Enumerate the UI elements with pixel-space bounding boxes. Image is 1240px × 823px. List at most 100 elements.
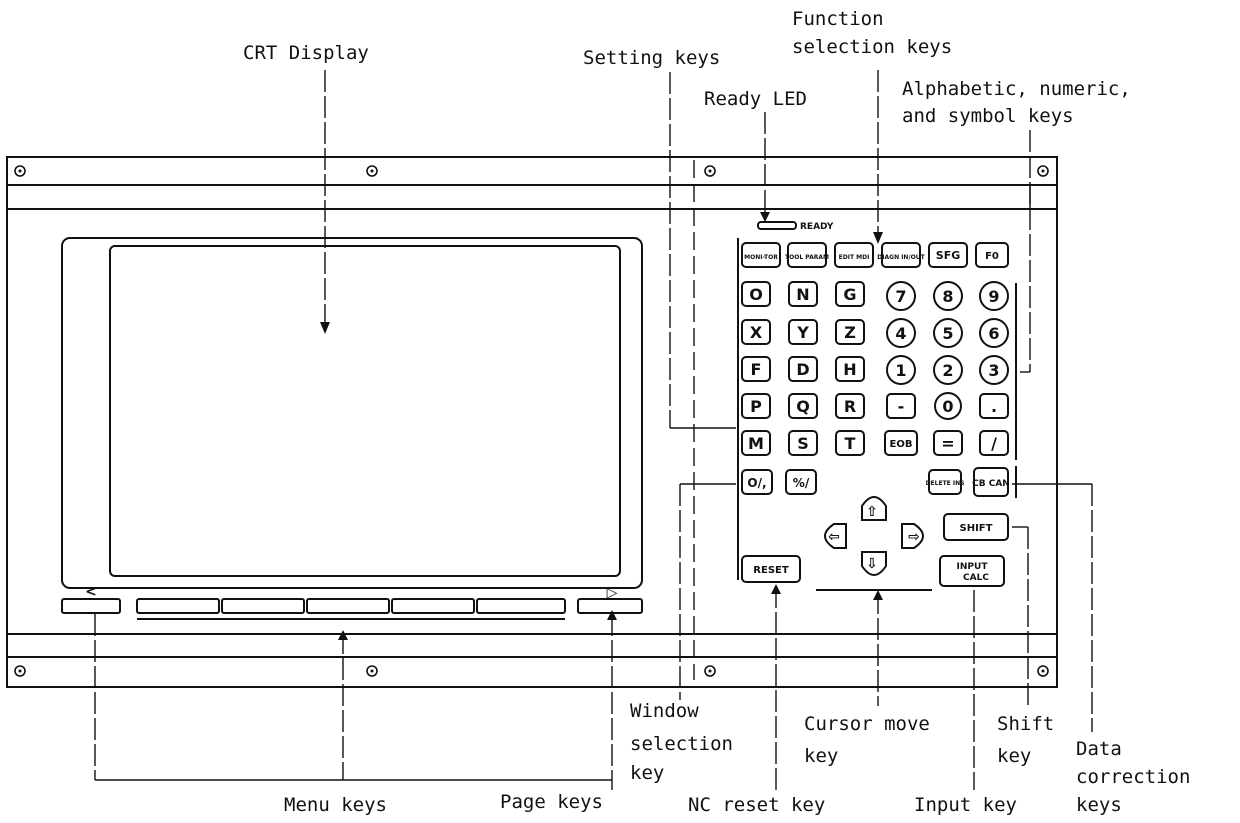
screw-icon [366,665,378,677]
arrow-function [873,232,883,244]
alpha-key-label: G [843,285,856,304]
num-key-label: = [941,434,954,453]
num-key-1 [886,355,916,385]
alpha-key-Y [788,319,818,345]
alpha-key-label: D [796,360,809,379]
num-key-0 [934,392,962,420]
num-key-label: 1 [895,361,906,380]
alpha-key-O [741,281,771,307]
alpha-key-N [788,281,818,307]
menu-key-1 [136,598,220,614]
alpha-key-M [741,430,771,456]
arrow-page [607,610,617,620]
menu-key-4 [391,598,475,614]
window-key-1 [741,469,773,495]
num-key-label: 6 [988,324,999,343]
cancel-key-label: CB CAN [972,479,1010,489]
num-key-label: . [991,397,997,416]
alpha-key-label: H [843,360,856,379]
cancel-key [973,467,1009,497]
label-page-keys: Page keys [500,791,603,813]
crt-bezel [61,237,643,589]
screw-icon [366,165,378,177]
label-menu-keys: Menu keys [284,794,387,816]
num-key-eob-label: EOB [890,439,913,450]
label-data-correction-keys-1: Data [1076,738,1122,760]
num-key-label: 7 [895,287,906,306]
cursor-up-icon: ⇧ [866,504,878,520]
alpha-key-label: Z [844,323,856,342]
alpha-key-label: M [748,434,764,453]
num-key-3 [979,355,1009,385]
delete-key [928,469,962,495]
arrow-cursor [873,590,883,600]
function-key-3 [834,242,874,268]
num-key-9 [979,281,1009,311]
label-window-selection-key-2: selection [630,733,733,755]
screw-icon [704,165,716,177]
menu-key-5 [476,598,566,614]
screw-icon [1037,165,1049,177]
label-cursor-move-key-1: Cursor move [804,713,930,735]
label-function-selection-keys-1: Function [792,8,884,30]
alpha-key-T [835,430,865,456]
num-key-2 [933,355,963,385]
alpha-key-S [788,430,818,456]
function-key-5 [928,242,968,268]
alpha-key-Z [835,319,865,345]
label-window-selection-key-3: key [630,762,665,784]
arrow-ready [760,212,770,222]
function-key-3-label: EDIT MDI [839,254,870,261]
alpha-key-label: R [844,397,856,416]
alpha-key-label: X [750,323,763,342]
arrow-menu [338,630,348,640]
screw-icon [1037,665,1049,677]
num-key-label: - [898,397,905,416]
window-key-1-label: O/, [747,476,766,490]
cursor-down-icon: ⇩ [866,556,878,572]
window-key-2-label: %/ [793,476,810,490]
screw-icon [14,665,26,677]
arrow-crt [320,322,330,334]
num-key-dot [979,393,1009,419]
ready-text: READY [800,222,834,232]
shift-key-label: SHIFT [960,523,993,534]
label-alpha-keys-2: and symbol keys [902,105,1074,127]
num-key-label: 4 [895,324,906,343]
cursor-up-key [861,496,887,521]
alpha-key-label: S [797,434,809,453]
function-key-1 [741,242,781,268]
alpha-key-label: F [751,360,762,379]
screw-icon [704,665,716,677]
ready-led [757,221,797,230]
num-key-6 [979,318,1009,348]
delete-key-label: DELETE INS [926,480,965,487]
window-key-2 [785,469,817,495]
label-shift-key-2: key [997,745,1032,767]
label-window-selection-key-1: Window [630,700,699,722]
num-key-equals [933,430,963,456]
screw-icon [14,165,26,177]
input-key [939,555,1005,587]
num-key-minus [886,393,916,419]
label-data-correction-keys-3: keys [1076,794,1122,816]
label-data-correction-keys-2: correction [1076,766,1191,788]
label-setting-keys: Setting keys [583,47,721,69]
label-input-key: Input key [914,794,1017,816]
menu-key-3 [306,598,390,614]
alpha-key-label: T [845,434,856,453]
num-key-label: 9 [988,287,999,306]
input-key-label-1: INPUT [957,562,989,572]
num-key-label: 0 [942,397,953,416]
num-key-5 [933,318,963,348]
num-key-eob [884,430,918,456]
num-key-label: / [991,434,997,453]
function-key-5-label: SFG [936,249,960,262]
alpha-key-label: N [796,285,809,304]
alpha-key-label: O [749,285,763,304]
label-nc-reset-key: NC reset key [688,794,826,816]
function-key-4 [881,242,921,268]
cursor-down-key [861,551,887,576]
num-key-7 [886,281,916,311]
arrow-reset [771,584,781,594]
